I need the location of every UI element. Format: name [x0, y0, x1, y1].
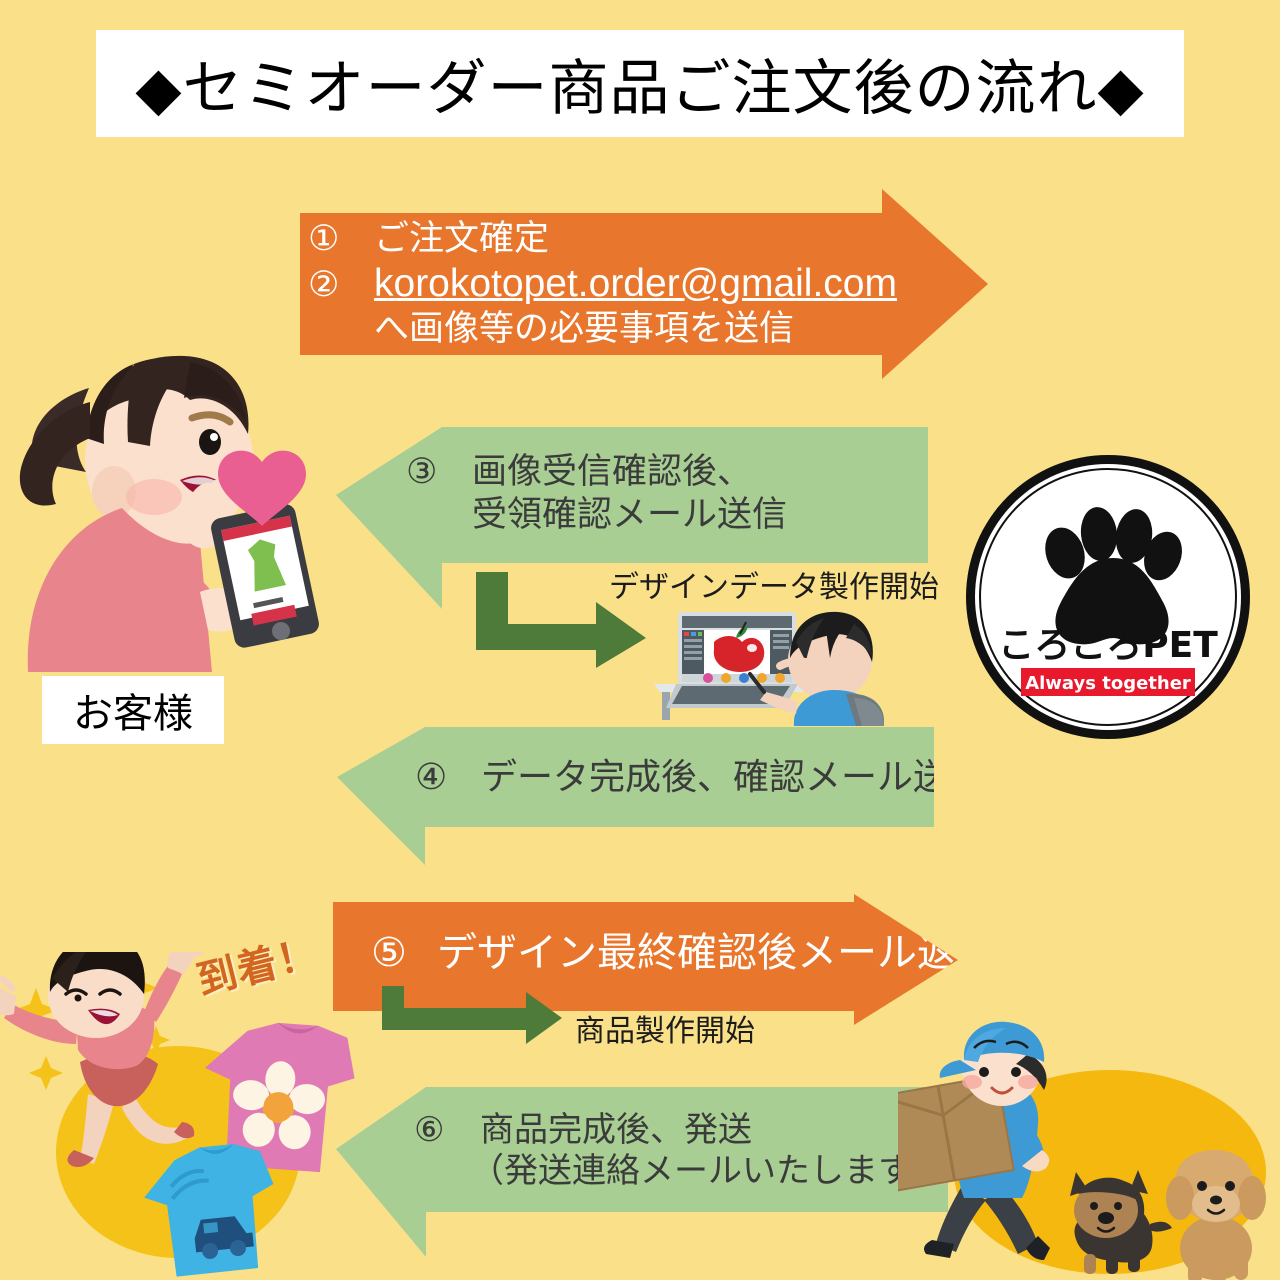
- customer-label-box: お客様: [42, 676, 224, 744]
- step-4-text: データ完成後、確認メール送信: [481, 756, 986, 798]
- step-3-text-1: 画像受信確認後、: [472, 452, 753, 491]
- production-start-caption: 商品製作開始: [575, 1015, 755, 1048]
- page-title-box: ◆セミオーダー商品ご注文後の流れ◆: [96, 30, 1184, 137]
- step-6-text-2: （発送連絡メールいたします。）: [470, 1152, 960, 1190]
- happy-woman-with-tshirts-illustration: [0, 935, 356, 1280]
- step-6-line-1: ⑥ 商品完成後、発送: [414, 1110, 948, 1151]
- step-3-number: ③: [406, 452, 438, 491]
- delivery-person-with-dogs-illustration: [877, 1020, 1280, 1280]
- step-1-line: ① ご注文確定: [308, 218, 988, 261]
- customer-label: お客様: [73, 692, 193, 736]
- step-6-text-1: 商品完成後、発送: [480, 1110, 752, 1149]
- step-2-subtext: へ画像等の必要事項を送信: [374, 308, 795, 348]
- step-2-number: ②: [308, 265, 340, 305]
- korokoro-pet-logo: ころころPET Always together: [963, 452, 1253, 742]
- design-start-connector-arrow: [476, 572, 646, 668]
- production-start-connector-arrow: [382, 986, 562, 1046]
- logo-tagline-text: Always together: [1025, 673, 1191, 694]
- step-arrow-1: ① ご注文確定 ② korokotopet.order@gmail.com へ画像等…: [300, 189, 988, 379]
- step-5-number: ⑤: [371, 931, 407, 976]
- design-start-caption: デザインデータ製作開始: [609, 571, 939, 604]
- designer-at-computer-illustration: [648, 598, 885, 726]
- logo-brand-text: ころころPET: [998, 625, 1218, 666]
- page-title: ◆セミオーダー商品ご注文後の流れ◆: [135, 54, 1145, 124]
- step-1-text: ご注文確定: [374, 218, 550, 258]
- step-3-text-2: 受領確認メール送信: [472, 494, 788, 534]
- step-6-number: ⑥: [414, 1110, 445, 1149]
- step-5-text: デザイン最終確認後メール返信: [437, 931, 997, 976]
- order-email-address[interactable]: korokotopet.order@gmail.com: [374, 262, 897, 306]
- step-2-line: ② korokotopet.order@gmail.com: [308, 260, 988, 308]
- step-1-number: ①: [308, 218, 340, 258]
- woman-with-smartphone-illustration: [0, 342, 324, 672]
- step-4-number: ④: [415, 756, 448, 798]
- step-3-line-1: ③ 画像受信確認後、: [406, 451, 928, 494]
- paw-print-icon: [1045, 507, 1182, 645]
